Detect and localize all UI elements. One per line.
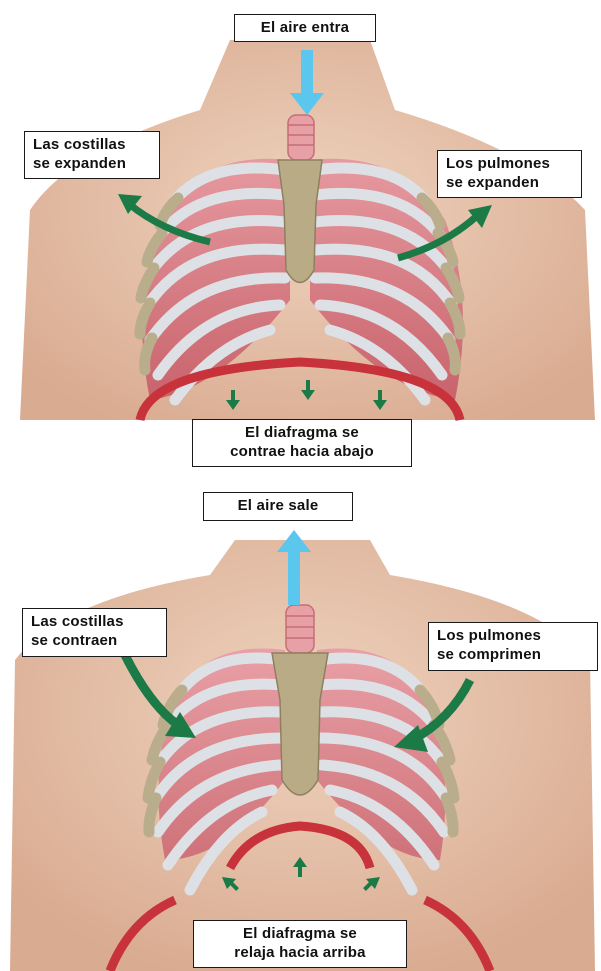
exhalation-illustration <box>0 480 601 971</box>
diaphragm-down-label: El diafragma se contrae hacia abajo <box>192 419 412 467</box>
ribs-contract-label: Las costillas se contraen <box>22 608 167 657</box>
ribs-expand-label: Las costillas se expanden <box>24 131 160 179</box>
trachea <box>288 115 314 160</box>
lungs-compress-label: Los pulmones se comprimen <box>428 622 598 671</box>
air-out-label: El aire sale <box>203 492 353 521</box>
diaphragm-up-label: El diafragma se relaja hacia arriba <box>193 920 407 968</box>
trachea <box>286 605 314 653</box>
air-in-label: El aire entra <box>234 14 376 42</box>
exhalation-panel: El aire sale Las costillas se contraen L… <box>0 480 601 971</box>
lungs-expand-label: Los pulmones se expanden <box>437 150 582 198</box>
inhalation-illustration <box>0 0 601 480</box>
inhalation-panel: El aire entra Las costillas se expanden … <box>0 0 601 480</box>
